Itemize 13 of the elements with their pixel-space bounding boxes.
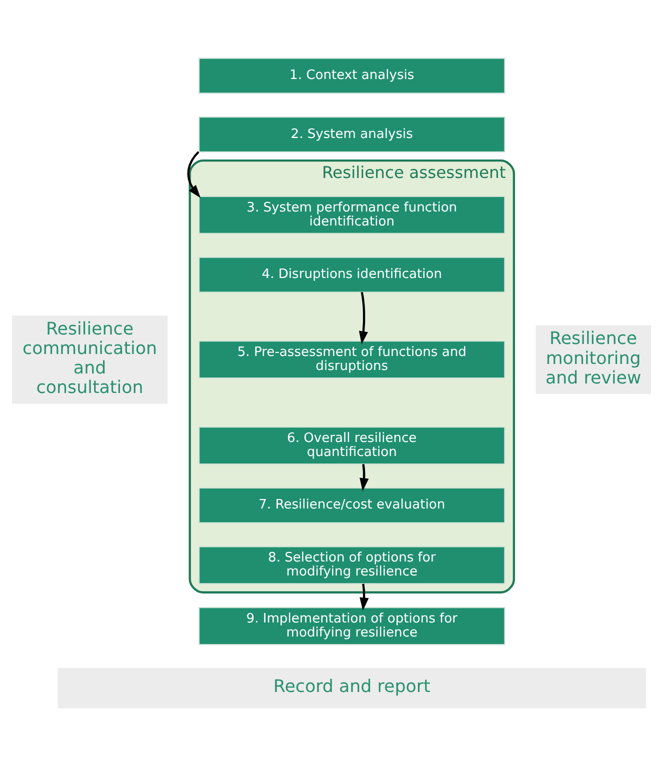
node-box: 7. Resilience/cost evaluation	[198, 487, 506, 524]
arrow	[358, 292, 368, 344]
node-box: 9. Implementation of options for modifying resilience	[198, 607, 506, 646]
node-box: 6. Overall resilience quantification	[198, 426, 506, 465]
arrow	[360, 464, 369, 492]
node-box: 5. Pre-assessment of functions and disruptions	[198, 340, 506, 379]
node-box: 3. System performance function identification	[198, 196, 506, 234]
node-box: 1. Context analysis	[198, 58, 506, 94]
node-box: 8. Selection of options for modifying resilience	[198, 546, 506, 584]
arrow	[360, 584, 369, 611]
node-box: 4. Disruptions identification	[198, 256, 506, 293]
node-box: 2. System analysis	[198, 116, 506, 152]
arrow	[187, 151, 201, 198]
